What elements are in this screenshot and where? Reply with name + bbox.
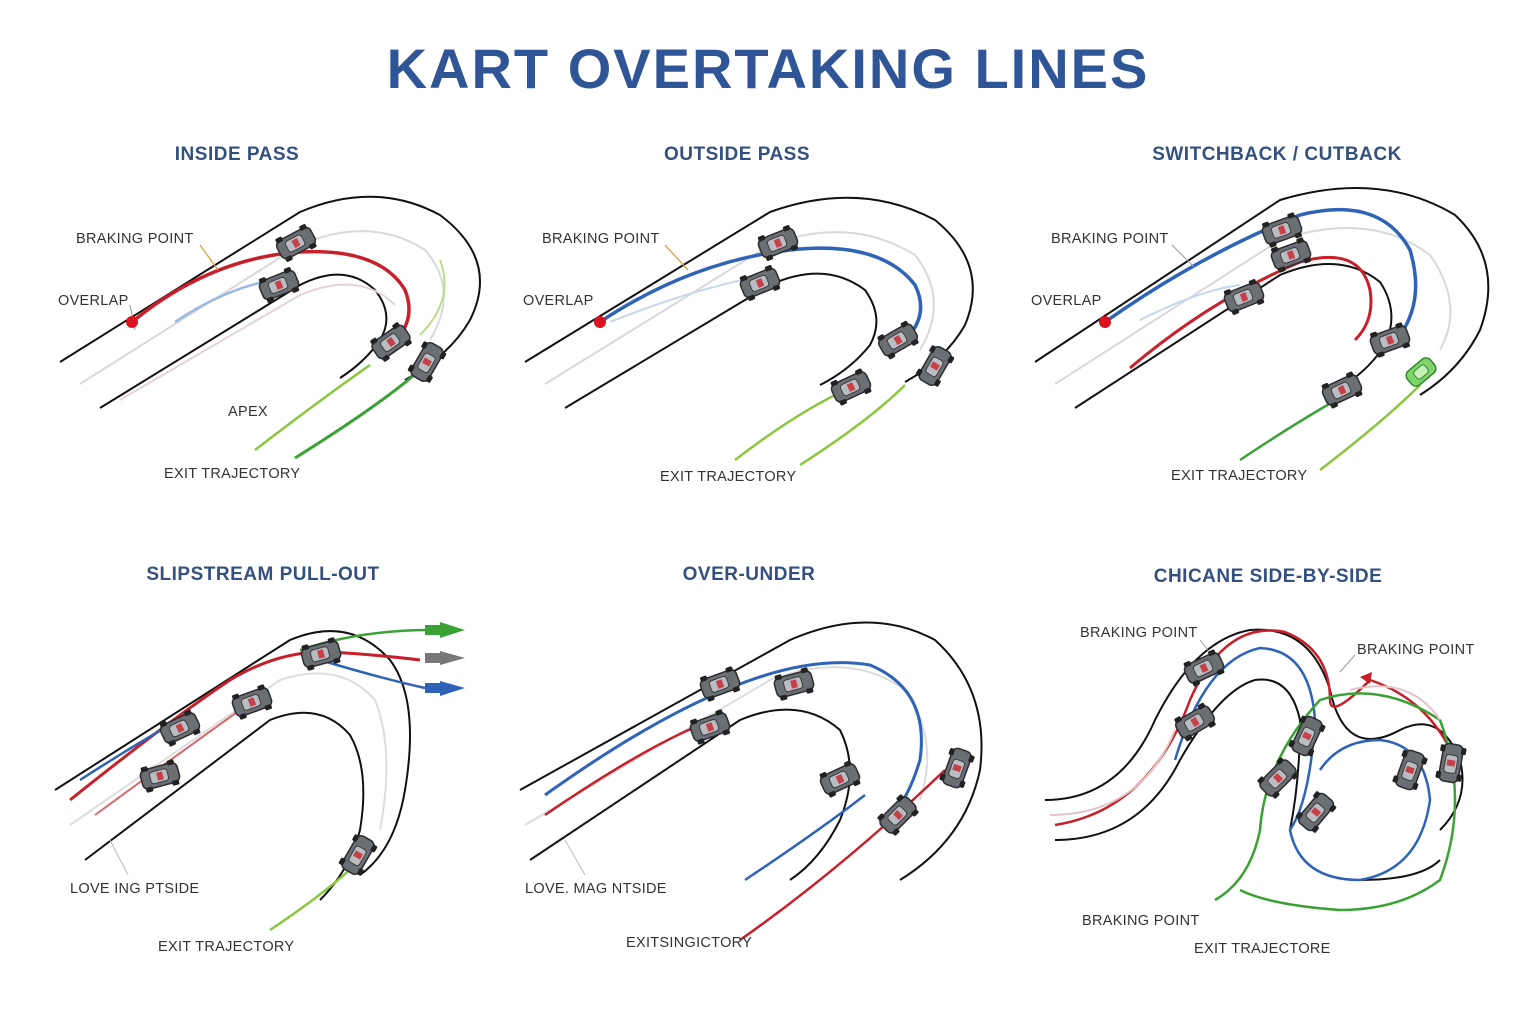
- track-inner-edge: [1074, 263, 1393, 409]
- faint-guide-line: [1349, 685, 1441, 721]
- label-exit-trajectory: EXIT TRAJECTORE: [1194, 941, 1331, 957]
- faint-guide-line: [1139, 284, 1241, 321]
- label-braking-point: BRAKING POINT: [76, 231, 194, 247]
- label-leader: [199, 244, 219, 271]
- overlap-marker: [126, 316, 138, 328]
- lime-exit-line: [799, 384, 906, 467]
- label-leader: [1339, 654, 1356, 673]
- red-racing-line: [1129, 255, 1373, 370]
- overlap-marker: [1099, 316, 1111, 328]
- faint-guide-line: [119, 283, 396, 401]
- track-inner-edge: [564, 272, 878, 409]
- panel-chicane: BRAKING POINT BRAKING POINT BRAKING POIN…: [1044, 625, 1475, 957]
- kart-icon: [367, 319, 415, 365]
- track-inner-edge: [99, 273, 388, 409]
- red-racing-line: [739, 769, 946, 942]
- track-outer-edge: [1044, 628, 1464, 831]
- label-overlap: OVERLAP: [523, 293, 594, 309]
- track-inner-edge: [529, 708, 851, 881]
- kart-icon: [1254, 754, 1302, 802]
- arrow-blue-icon: [440, 681, 465, 696]
- panel-title-slipstream: SLIPSTREAM PULL-OUT: [146, 564, 380, 585]
- lime-outer-line: [419, 259, 446, 336]
- kart-icon: [298, 635, 344, 673]
- track-outer-edge: [59, 195, 481, 381]
- green-exit-line: [294, 368, 421, 460]
- blue-racing-line: [1103, 207, 1418, 337]
- track-outer-edge: [519, 621, 983, 881]
- panel-inside-pass: BRAKING POINT OVERLAP APEX EXIT TRAJECTO…: [58, 195, 481, 482]
- kart-icon: [1293, 788, 1339, 836]
- kart-icon: [736, 263, 784, 303]
- panel-outside-pass: BRAKING POINT OVERLAP EXIT TRAJECTORY: [523, 196, 974, 485]
- kart-icon: [827, 366, 875, 408]
- arrow-green-icon: [440, 622, 465, 638]
- track-outer-edge: [1034, 187, 1490, 396]
- kart-icon: [816, 758, 864, 800]
- label-overlap: OVERLAP: [58, 293, 129, 309]
- panel-switchback: BRAKING POINT OVERLAP EXIT TRAJECTORY: [1031, 187, 1490, 484]
- label-exit-trajectory: EXIT TRAJECTORY: [164, 466, 300, 482]
- blue-racing-line: [319, 658, 426, 690]
- page-title: KART OVERTAKING LINES: [386, 37, 1150, 100]
- blue-racing-line: [544, 661, 923, 827]
- kart-icon: [1220, 277, 1268, 317]
- label-braking-point-1: BRAKING POINT: [1080, 625, 1198, 641]
- label-exit-trajectory: EXIT TRAJECTORY: [1171, 468, 1307, 484]
- faint-guide-line: [544, 231, 935, 385]
- kart-icon: [937, 744, 977, 792]
- label-leader: [564, 839, 586, 876]
- red-racing-line: [69, 650, 421, 802]
- faint-guide-line: [1054, 227, 1452, 385]
- panel-title-switchback: SWITCHBACK / CUTBACK: [1152, 144, 1402, 165]
- faint-guide-line: [79, 230, 445, 385]
- faint-guide-line: [1049, 729, 1176, 816]
- label-apex: APEX: [228, 404, 268, 420]
- panel-title-chicane: CHICANE SIDE-BY-SIDE: [1153, 566, 1383, 587]
- label-leader: [109, 839, 129, 876]
- label-braking-point-3: BRAKING POINT: [1082, 913, 1200, 929]
- label-exit-trajectory: EXIT TRAJECTORY: [158, 939, 294, 955]
- panel-slipstream: LOVE ING PTSIDE EXIT TRAJECTORY: [54, 622, 465, 955]
- label-braking-point: BRAKING POINT: [1051, 231, 1169, 247]
- label-leader: [1171, 244, 1196, 269]
- overlap-marker: [594, 316, 606, 328]
- blue-racing-line: [599, 246, 923, 342]
- lime-exit-line: [254, 363, 371, 451]
- label-exit-trajectory: EXIT TRAJECTORY: [660, 469, 796, 485]
- kart-icon: [754, 223, 802, 263]
- direction-arrow-icon: [1360, 672, 1372, 684]
- panel-over-under: LOVE. MAG NTSIDE EXITSINGICTORY: [519, 621, 983, 951]
- label-exit-trajectory: EXITSINGICTORY: [626, 935, 752, 951]
- red-racing-line: [1054, 629, 1457, 827]
- lime-exit-line: [1319, 384, 1421, 471]
- track-inner-edge: [1054, 678, 1441, 882]
- red-racing-line: [544, 723, 701, 817]
- track-outer-edge: [54, 630, 411, 876]
- lime-exit-line: [734, 386, 851, 461]
- label-braking-point: BRAKING POINT: [542, 231, 660, 247]
- panel-title-outside-pass: OUTSIDE PASS: [663, 144, 811, 165]
- kart-icon-green: [1402, 354, 1440, 390]
- red-racing-line: [130, 249, 411, 337]
- label-inside: LOVE ING PTSIDE: [70, 881, 199, 897]
- label-overlap: OVERLAP: [1031, 293, 1102, 309]
- label-inside: LOVE. MAG NTSIDE: [525, 881, 667, 897]
- arrow-gray-icon: [440, 651, 465, 665]
- blue-racing-line: [744, 794, 866, 882]
- label-leader: [664, 244, 689, 271]
- track-outer-edge: [524, 196, 974, 383]
- faint-guide-line: [69, 672, 388, 831]
- panel-title-inside-pass: INSIDE PASS: [174, 144, 300, 165]
- blue-racing-line: [1173, 646, 1432, 882]
- panel-title-over-under: OVER-UNDER: [682, 564, 816, 585]
- label-braking-point-2: BRAKING POINT: [1357, 642, 1475, 658]
